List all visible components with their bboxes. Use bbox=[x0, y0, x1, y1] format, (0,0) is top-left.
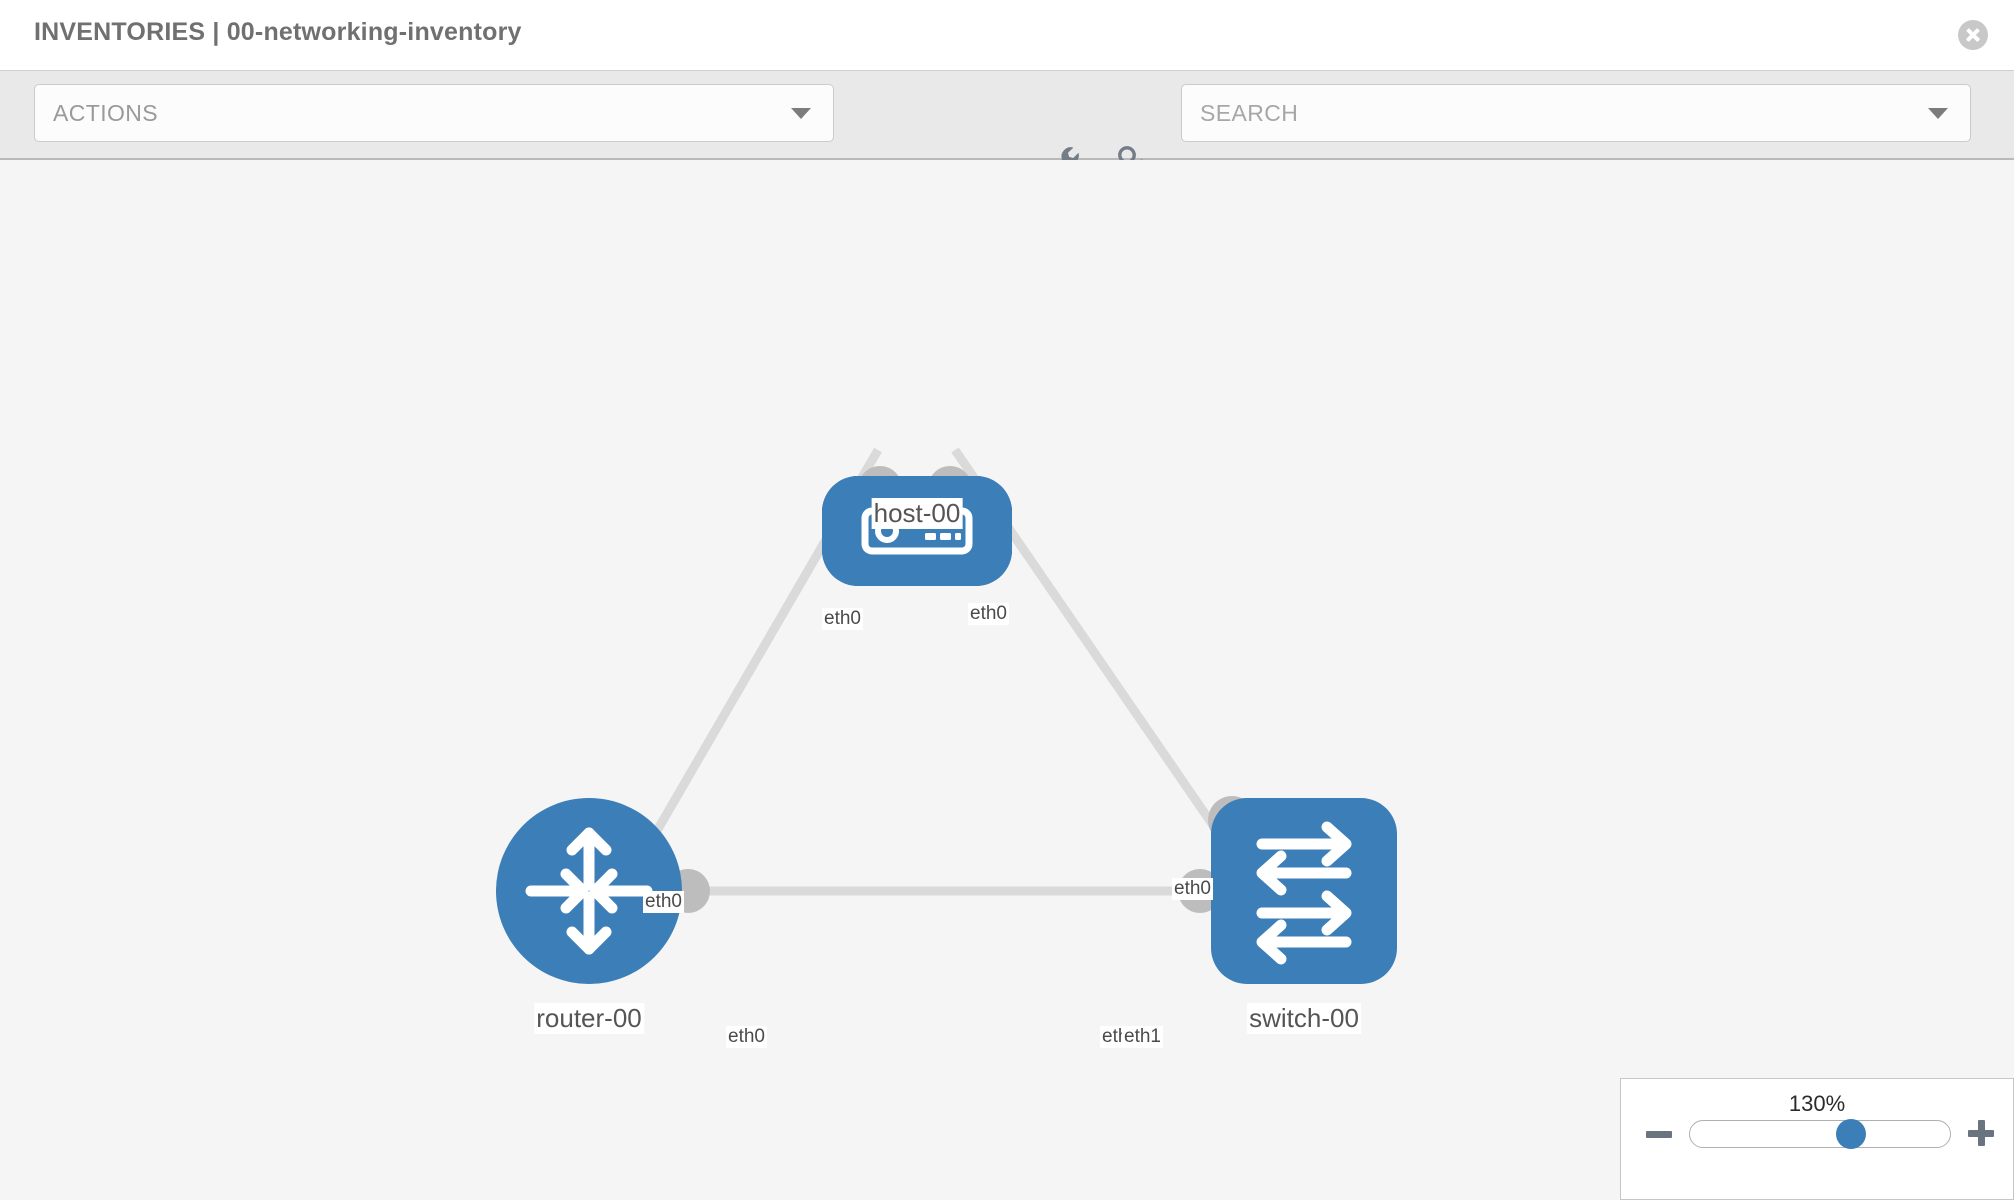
page-title: INVENTORIES | 00-networking-inventory bbox=[34, 18, 522, 46]
actions-dropdown[interactable]: ACTIONS bbox=[34, 84, 834, 142]
page-header: INVENTORIES | 00-networking-inventory bbox=[0, 0, 2014, 70]
iface-label-switch-eth1: eth1 bbox=[1122, 1026, 1163, 1048]
plus-icon[interactable] bbox=[1966, 1118, 1996, 1148]
chevron-down-icon bbox=[791, 108, 811, 119]
node-host-00[interactable] bbox=[822, 476, 1012, 586]
zoom-slider-track[interactable] bbox=[1689, 1119, 1951, 1149]
zoom-slider-thumb[interactable] bbox=[1836, 1119, 1867, 1149]
actions-dropdown-label: ACTIONS bbox=[53, 100, 159, 126]
topology-graph bbox=[496, 447, 1397, 984]
node-label-host-00: host-00 bbox=[871, 498, 963, 529]
search-input[interactable]: SEARCH bbox=[1181, 84, 1971, 142]
close-icon[interactable] bbox=[1958, 20, 1988, 50]
node-router-00[interactable] bbox=[496, 798, 682, 984]
zoom-control-panel: 130% bbox=[1620, 1078, 2014, 1200]
switch-arrows-icon bbox=[1256, 821, 1352, 965]
iface-label-switch-uplink: eth0 bbox=[1172, 878, 1213, 900]
iface-label-router-uplink: eth0 bbox=[643, 891, 684, 913]
zoom-level-value: 130% bbox=[1788, 1091, 1846, 1116]
topology-canvas[interactable]: host-00 router-00 switch-00 eth0 eth0 et… bbox=[0, 160, 2014, 1200]
node-label-router-00: router-00 bbox=[534, 1003, 644, 1034]
search-placeholder: SEARCH bbox=[1200, 100, 1299, 126]
plus-icon-vertical bbox=[1978, 1120, 1985, 1146]
node-switch-00[interactable] bbox=[1211, 798, 1397, 984]
chevron-down-icon bbox=[1928, 108, 1948, 119]
iface-label-router-eth0: eth0 bbox=[726, 1026, 767, 1048]
iface-label-host-right: eth0 bbox=[968, 603, 1009, 625]
router-arrows-icon bbox=[525, 827, 653, 955]
iface-label-host-left: eth0 bbox=[822, 608, 863, 630]
toolbar: ACTIONS SEARCH bbox=[0, 70, 2014, 174]
minus-icon[interactable] bbox=[1646, 1131, 1672, 1138]
node-label-switch-00: switch-00 bbox=[1247, 1003, 1361, 1034]
